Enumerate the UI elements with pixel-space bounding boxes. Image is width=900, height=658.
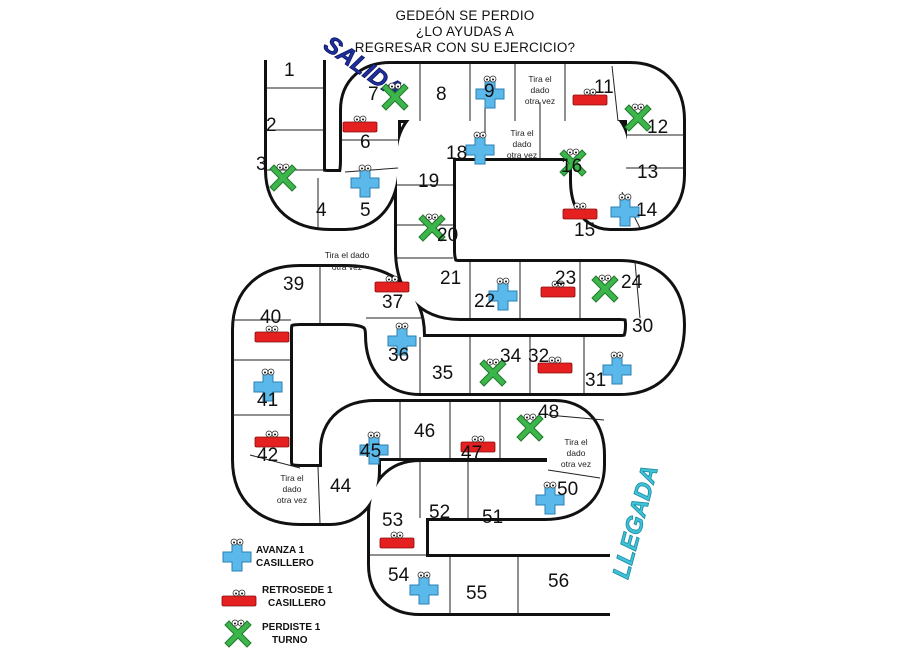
square-35: 35 bbox=[432, 363, 453, 384]
square-40: 40 bbox=[260, 307, 281, 328]
square-52: 52 bbox=[429, 502, 450, 523]
svg-text:dado: dado bbox=[513, 139, 532, 149]
square-23: 23 bbox=[555, 268, 576, 289]
svg-text:otra vez: otra vez bbox=[277, 495, 307, 505]
svg-text:RETROSEDE 1: RETROSEDE 1 bbox=[262, 585, 333, 596]
svg-text:dado: dado bbox=[283, 484, 302, 494]
square-31: 31 bbox=[585, 370, 606, 391]
square-12: 12 bbox=[647, 117, 668, 138]
square-18: 18 bbox=[446, 143, 467, 164]
finish-label: LLEGADA bbox=[608, 463, 664, 582]
legend-lose-turn: PERDISTE 1 TURNO bbox=[224, 619, 321, 648]
svg-text:Tira el: Tira el bbox=[510, 128, 533, 138]
svg-text:otra vez: otra vez bbox=[332, 262, 362, 272]
square-14: 14 bbox=[636, 200, 658, 221]
square-8: 8 bbox=[436, 84, 447, 105]
track bbox=[231, 60, 686, 616]
legend-go-back: RETROSEDE 1 CASILLERO bbox=[221, 585, 333, 609]
square-24: 24 bbox=[621, 272, 643, 293]
svg-text:PERDISTE 1: PERDISTE 1 bbox=[262, 622, 321, 633]
svg-text:Tira el: Tira el bbox=[564, 437, 587, 447]
square-22: 22 bbox=[474, 291, 495, 312]
legend-advance: AVANZA 1 CASILLERO bbox=[222, 538, 314, 572]
square-dividers bbox=[233, 63, 684, 613]
svg-text:dado: dado bbox=[531, 85, 550, 95]
square-7: 7 bbox=[368, 84, 379, 105]
square-15: 15 bbox=[574, 220, 595, 241]
square-9: 9 bbox=[484, 81, 495, 102]
svg-text:TURNO: TURNO bbox=[272, 635, 308, 646]
svg-text:CASILLERO: CASILLERO bbox=[268, 598, 326, 609]
go-back-icon bbox=[221, 589, 257, 607]
square-2: 2 bbox=[266, 115, 277, 136]
legend: AVANZA 1 CASILLERO RETROSEDE 1 CASILLERO… bbox=[221, 538, 333, 648]
square-55: 55 bbox=[466, 583, 487, 604]
roll-again-square-49: Tira el dado otra vez bbox=[561, 437, 591, 469]
board-title: GEDEÓN SE PERDIO ¿LO AYUDAS A REGRESAR C… bbox=[330, 8, 600, 56]
roll-again-squares: Tira el dado otra vez Tira el dado otra … bbox=[277, 74, 591, 505]
title-line-1: GEDEÓN SE PERDIO bbox=[395, 8, 535, 23]
square-53: 53 bbox=[382, 510, 403, 531]
square-48: 48 bbox=[538, 402, 559, 423]
svg-text:Tira el: Tira el bbox=[528, 74, 551, 84]
lose-turn-icon bbox=[224, 619, 252, 648]
title-line-2: ¿LO AYUDAS A bbox=[415, 24, 515, 39]
square-1: 1 bbox=[284, 60, 295, 81]
svg-text:AVANZA 1: AVANZA 1 bbox=[256, 545, 305, 556]
square-34: 34 bbox=[500, 346, 522, 367]
square-37: 37 bbox=[382, 292, 403, 313]
square-39: 39 bbox=[283, 274, 304, 295]
square-3: 3 bbox=[256, 154, 267, 175]
square-30: 30 bbox=[632, 316, 653, 337]
square-56: 56 bbox=[548, 571, 569, 592]
roll-again-square-43: Tira el dado otra vez bbox=[277, 473, 307, 505]
square-19: 19 bbox=[418, 171, 439, 192]
title-line-3: REGRESAR CON SU EJERCICIO? bbox=[354, 40, 576, 55]
square-numbers: 1 2 3 4 5 6 7 8 9 11 12 13 14 15 16 18 1… bbox=[256, 60, 668, 604]
square-32: 32 bbox=[528, 346, 549, 367]
roll-again-square-17: Tira el dado otra vez bbox=[507, 128, 537, 160]
square-46: 46 bbox=[414, 421, 435, 442]
square-4: 4 bbox=[316, 200, 327, 221]
svg-text:otra vez: otra vez bbox=[507, 150, 537, 160]
square-42: 42 bbox=[257, 445, 278, 466]
square-54: 54 bbox=[388, 565, 410, 586]
square-51: 51 bbox=[482, 507, 503, 528]
square-6: 6 bbox=[360, 132, 371, 153]
roll-again-square-10: Tira el dado otra vez bbox=[525, 74, 555, 106]
square-45: 45 bbox=[360, 441, 381, 462]
svg-text:CASILLERO: CASILLERO bbox=[256, 558, 314, 569]
square-36: 36 bbox=[388, 345, 409, 366]
square-13: 13 bbox=[637, 162, 658, 183]
square-5: 5 bbox=[360, 200, 371, 221]
square-50: 50 bbox=[557, 479, 578, 500]
svg-text:otra vez: otra vez bbox=[525, 96, 555, 106]
svg-text:dado: dado bbox=[567, 448, 586, 458]
advance-icon bbox=[222, 538, 252, 572]
square-47: 47 bbox=[461, 443, 482, 464]
svg-text:Tira el dado: Tira el dado bbox=[325, 250, 370, 260]
square-21: 21 bbox=[440, 268, 461, 289]
square-11: 11 bbox=[594, 77, 614, 98]
square-41: 41 bbox=[257, 390, 278, 411]
svg-text:otra vez: otra vez bbox=[561, 459, 591, 469]
square-16: 16 bbox=[561, 156, 582, 177]
square-44: 44 bbox=[330, 476, 352, 497]
square-20: 20 bbox=[437, 225, 458, 246]
roll-again-square-38: Tira el dado otra vez bbox=[325, 250, 370, 272]
svg-text:Tira el: Tira el bbox=[280, 473, 303, 483]
